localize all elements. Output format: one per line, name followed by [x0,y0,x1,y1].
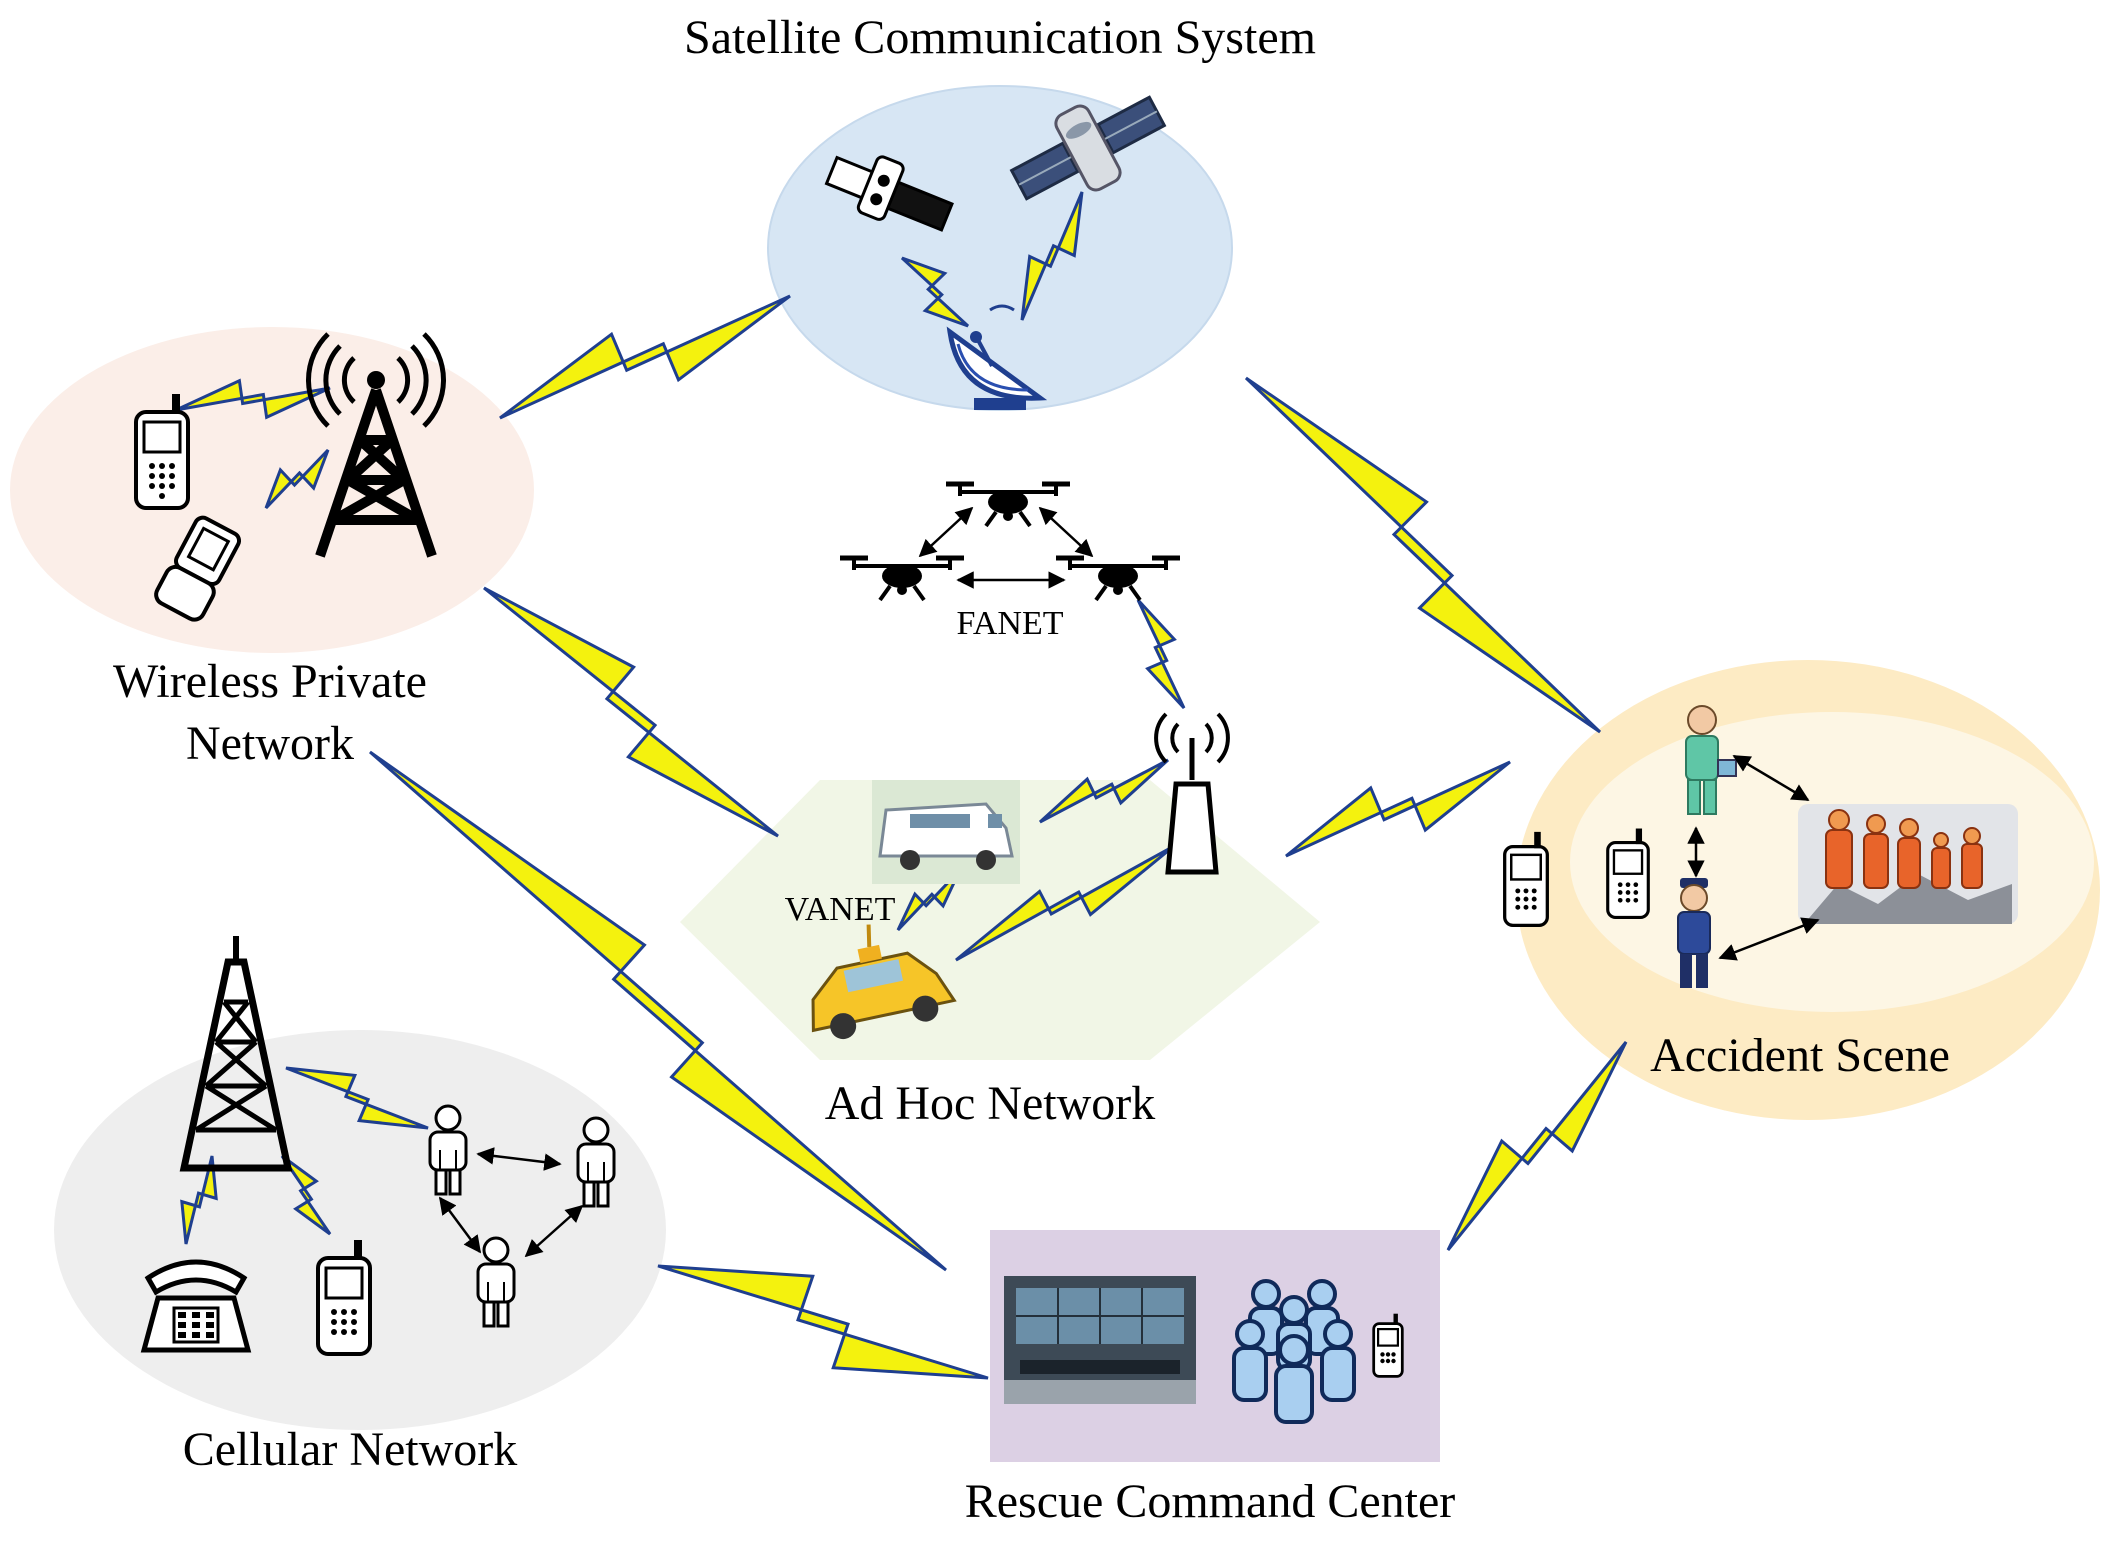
user-link [476,1147,562,1171]
taxi-icon [811,924,957,1040]
lightning-link-icon [1136,598,1186,710]
lightning-link-icon [175,378,331,420]
lightning-link-icon [264,448,330,510]
mobile-phone-icon [1372,1313,1404,1378]
cellular-network-region [54,1030,666,1430]
lightning-links [175,191,1628,1380]
adhoc-network-label: Ad Hoc Network [824,1077,1156,1130]
police-icon [1677,878,1711,988]
cell-tower-icon [179,936,293,1172]
mobile-phone-icon [316,1240,372,1356]
people-group-icon [1232,1279,1356,1424]
mobile-phone-icon [134,394,190,510]
lightning-link-icon [1285,760,1511,858]
satellite-icon [1009,95,1167,201]
rescue-command-center-label: Rescue Command Center [964,1475,1456,1528]
fanet-link [918,506,974,558]
radio-tower-icon [306,332,446,558]
lightning-link-icon [657,1264,989,1380]
user-link [438,1196,482,1254]
accident-link [1732,754,1810,802]
fanet-drones [840,481,1180,602]
person-icon [428,1104,468,1196]
person-icon [476,1236,516,1328]
lightning-link-icon [1038,758,1170,824]
lightning-link-icon [499,294,791,420]
lightning-link-icon [369,750,947,1272]
drone-icon [1056,555,1180,602]
satellite-icon [824,155,954,232]
lightning-link-icon [280,1154,332,1236]
wireless-network-label-line2: Network [186,717,354,770]
user-link [524,1204,584,1258]
fanet-label: FANET [956,605,1064,642]
vanet-label: VANET [784,891,896,928]
lightning-link-icon [180,1155,218,1245]
drone-icon [946,481,1070,528]
accident-scene-label: Accident Scene [1650,1029,1950,1082]
cellular-users [428,1104,616,1328]
mobile-phone-icon [1606,828,1650,919]
person-icon [576,1116,616,1208]
mobile-phone-icon [1503,831,1549,927]
lightning-link-icon [1020,191,1084,321]
antenna-icon [1154,712,1230,875]
medic-icon [1685,705,1737,815]
fanet-link [1038,506,1094,558]
flip-phone-icon [154,515,242,622]
drone-icon [840,555,964,602]
lightning-link-icon [483,586,779,838]
satellite-system-label: Satellite Communication System [684,11,1316,64]
lightning-link-icon [900,256,970,328]
lightning-link-icon [285,1066,429,1130]
lightning-link-icon [1244,376,1602,734]
telephone-icon [140,1259,252,1353]
accident-link [1718,917,1820,961]
lightning-link-icon [1446,1041,1628,1251]
cellular-network-label: Cellular Network [182,1423,518,1476]
wireless-network-label-line1: Wireless Private [113,655,427,708]
satellite-dish-icon [946,304,1048,410]
satellite-region [767,85,1233,411]
van-icon [872,780,1020,884]
firefighters-icon [1798,804,2018,924]
control-room-icon [1004,1276,1196,1404]
